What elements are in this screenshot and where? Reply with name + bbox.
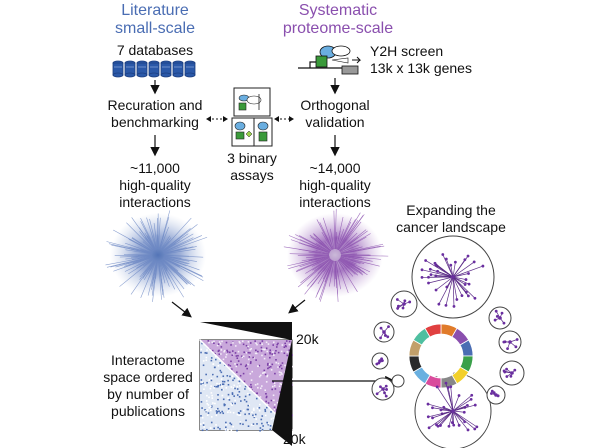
systematic-heading: Systematic proteome-scale [268,2,408,38]
orthogonal-label: Orthogonal validation [280,97,390,131]
systematic-network [283,208,389,302]
assay-link-left-heads [206,116,228,122]
y2h-screen-line2: 13k x 13k genes [370,60,472,76]
y2h-screen-label: Y2H screen 13k x 13k genes [370,43,490,77]
binary-assays-line1: 3 binary [227,150,277,166]
systematic-heading-line2: proteome-scale [282,20,394,37]
orthogonal-line1: Orthogonal [300,97,370,113]
databases-icon [112,60,196,78]
literature-result-line3: interactions [119,194,191,210]
binary-assays-icon [231,87,273,147]
orthogonal-line2: validation [305,114,365,130]
interactome-matrix [199,322,294,446]
systematic-result-line1: ~14,000 [309,160,361,176]
literature-heading: Literature small-scale [95,2,215,38]
y2h-construct-icon [298,45,362,75]
interactome-line2: space ordered [103,369,193,385]
systematic-result-line2: high-quality [299,177,371,193]
y2h-screen-line1: Y2H screen [370,43,444,59]
recuration-line2: benchmarking [111,114,199,130]
literature-heading-line2: small-scale [114,20,195,37]
literature-result-line1: ~11,000 [130,160,180,176]
literature-result: ~11,000 high-quality interactions [95,160,215,211]
literature-network [105,210,208,302]
cancer-landscape [371,235,525,448]
arrow-to-matrix-left [171,301,192,318]
matrix-top-label: 20k [296,331,319,347]
literature-result-line2: high-quality [119,177,191,193]
systematic-result: ~14,000 high-quality interactions [280,160,390,211]
interactome-line4: publications [111,403,185,419]
recuration-label: Recuration and benchmarking [90,97,220,131]
matrix-side-wedge [272,340,292,446]
cancer-landscape-title: Expanding the cancer landscape [386,202,516,236]
systematic-result-line3: interactions [299,194,371,210]
matrix-bottom-label: 20k [283,431,306,447]
ring-segment [424,323,442,338]
interactome-line3: by number of [107,386,189,402]
binary-assays-label: 3 binary assays [212,150,292,184]
literature-heading-line1: Literature [121,2,189,19]
matrix-top-wedge [200,322,292,340]
cancer-title-line2: cancer landscape [396,219,506,235]
cancer-title-line1: Expanding the [406,202,496,218]
binary-assays-line2: assays [230,167,274,183]
systematic-heading-line1: Systematic [298,2,378,19]
databases-label: 7 databases [116,42,194,58]
arrow-to-matrix-right [288,299,306,314]
recuration-line1: Recuration and [107,97,203,113]
interactome-space-label: Interactome space ordered by number of p… [96,352,200,420]
assay-link-right-heads [274,116,294,122]
interactome-line1: Interactome [111,352,185,368]
